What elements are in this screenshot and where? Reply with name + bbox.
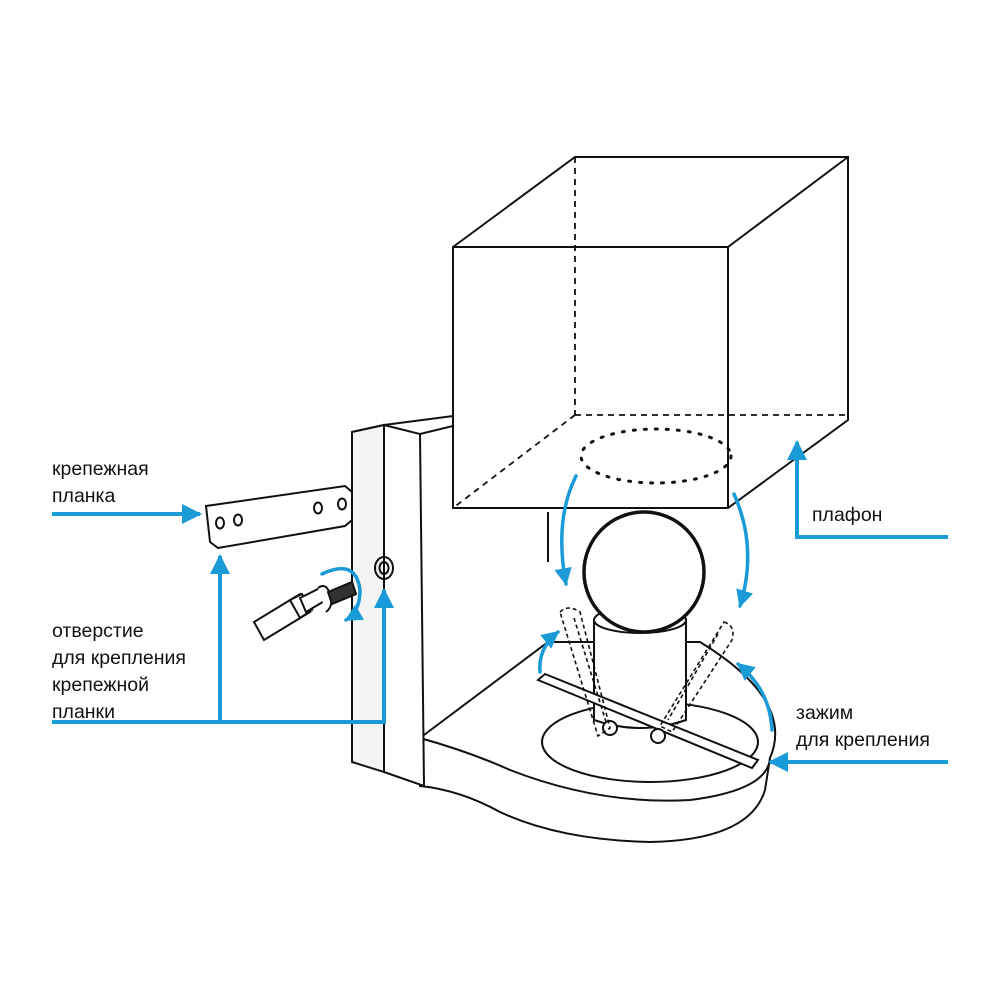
- label-line: планка: [52, 485, 116, 507]
- label-line: отверстие: [52, 620, 144, 642]
- callout-mounting-hole: [52, 588, 394, 724]
- clamp-left-up-arrow: [538, 630, 560, 674]
- shade-opening-dotted: [579, 427, 733, 485]
- light-bulb: [582, 510, 706, 634]
- label-line: плафон: [812, 504, 883, 526]
- screwdriver: [252, 586, 328, 642]
- label-line: для крепления: [52, 647, 186, 669]
- shade-left-down-arrow: [554, 474, 578, 586]
- clamp-arm-ghosts: [559, 607, 734, 738]
- mounting-bracket: [204, 484, 353, 550]
- shade-cube: [452, 156, 849, 509]
- mounting-screw: [317, 580, 358, 613]
- label-clamp: зажим для крепления: [796, 700, 930, 754]
- callout-shade: [787, 440, 948, 539]
- clamp: [536, 672, 760, 770]
- label-line: планки: [52, 701, 115, 723]
- label-shade: плафон: [812, 502, 882, 529]
- label-mounting-hole: отверстие для крепления крепежной планки: [52, 618, 186, 726]
- label-line: для крепления: [796, 729, 930, 751]
- shade-hidden-edges: [452, 157, 848, 509]
- callout-lines: [52, 440, 948, 772]
- motion-arrows: [320, 474, 774, 732]
- screw-rotation-arrow: [320, 567, 365, 622]
- shade-right-down-arrow: [732, 492, 754, 608]
- wall-plate-hole: [374, 556, 394, 580]
- clamp-right-up-arrow: [736, 662, 774, 732]
- label-mounting-bracket: крепежная планка: [52, 456, 149, 510]
- label-line: крепежная: [52, 458, 149, 480]
- label-line: зажим: [796, 702, 854, 724]
- label-line: крепежной: [52, 674, 149, 696]
